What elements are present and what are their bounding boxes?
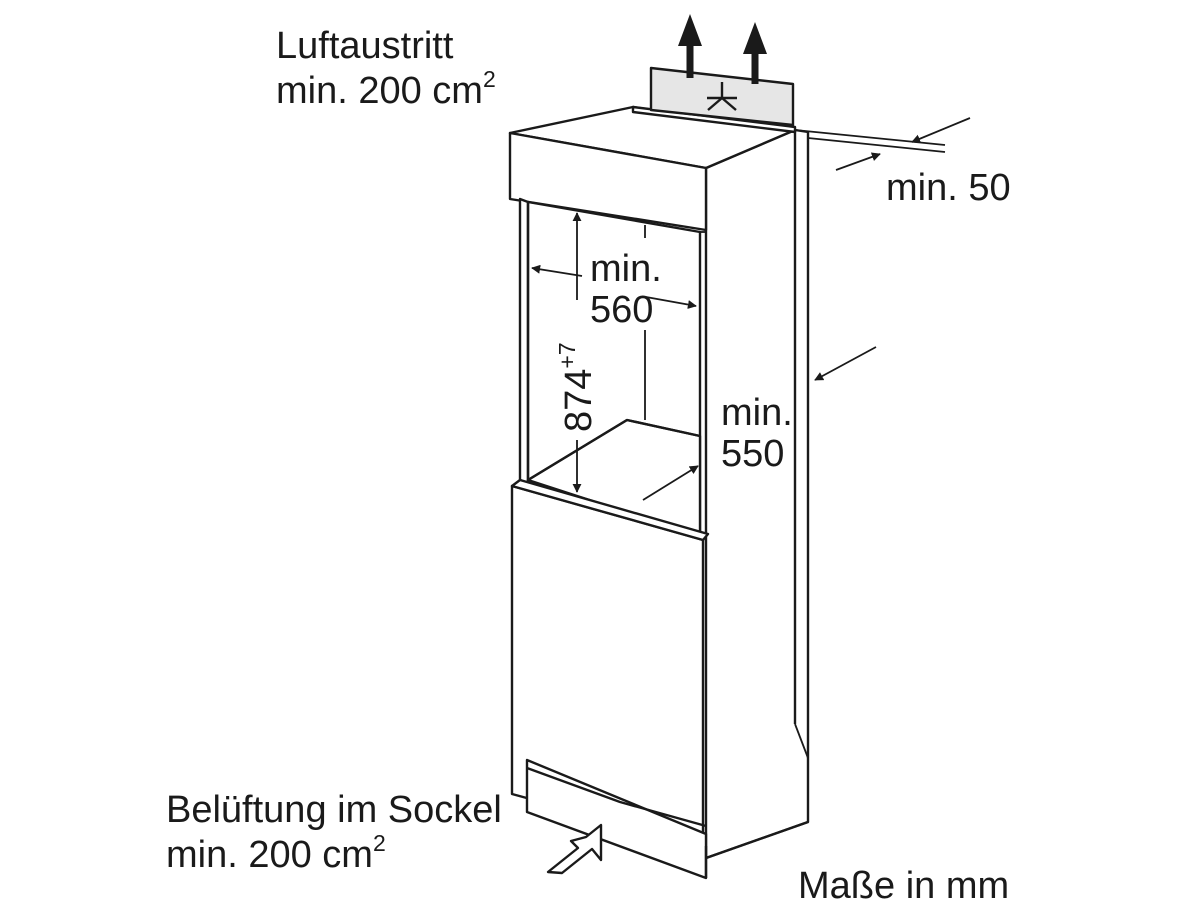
rear-gap-label: min. 50 [886, 167, 1011, 209]
plinth-vent-area-label: min. 200 cm2 [166, 830, 386, 876]
air-outlet-area-label: min. 200 cm2 [276, 66, 496, 112]
air-outlet-label: Luftaustritt [276, 25, 454, 67]
units-note: Maße in mm [798, 865, 1009, 907]
cabinet-lower-door [510, 478, 710, 848]
hollow-arrow-right-icon [546, 823, 603, 875]
fan-symbol-icon [707, 82, 737, 111]
cabinet-top-panel [508, 105, 797, 232]
niche-width-label-line2: 560 [590, 289, 653, 331]
appliance-niche [518, 197, 706, 538]
rear-gap-guides [794, 129, 946, 153]
niche-depth-dimension [642, 346, 877, 501]
arrow-up-icon [743, 22, 767, 84]
arrow-up-icon [678, 14, 702, 78]
niche-width-label-line1: min. [590, 248, 662, 290]
rear-gap-dimension [835, 117, 971, 171]
niche-depth-label-line2: 550 [721, 433, 784, 475]
cabinet-plinth [525, 758, 809, 880]
niche-depth-label-line1: min. [721, 392, 793, 434]
niche-width-dimension [531, 264, 697, 309]
cabinet-side-panel [704, 128, 810, 860]
plinth-vent-label: Belüftung im Sockel [166, 789, 502, 831]
niche-height-label: 874+7 [554, 342, 600, 432]
